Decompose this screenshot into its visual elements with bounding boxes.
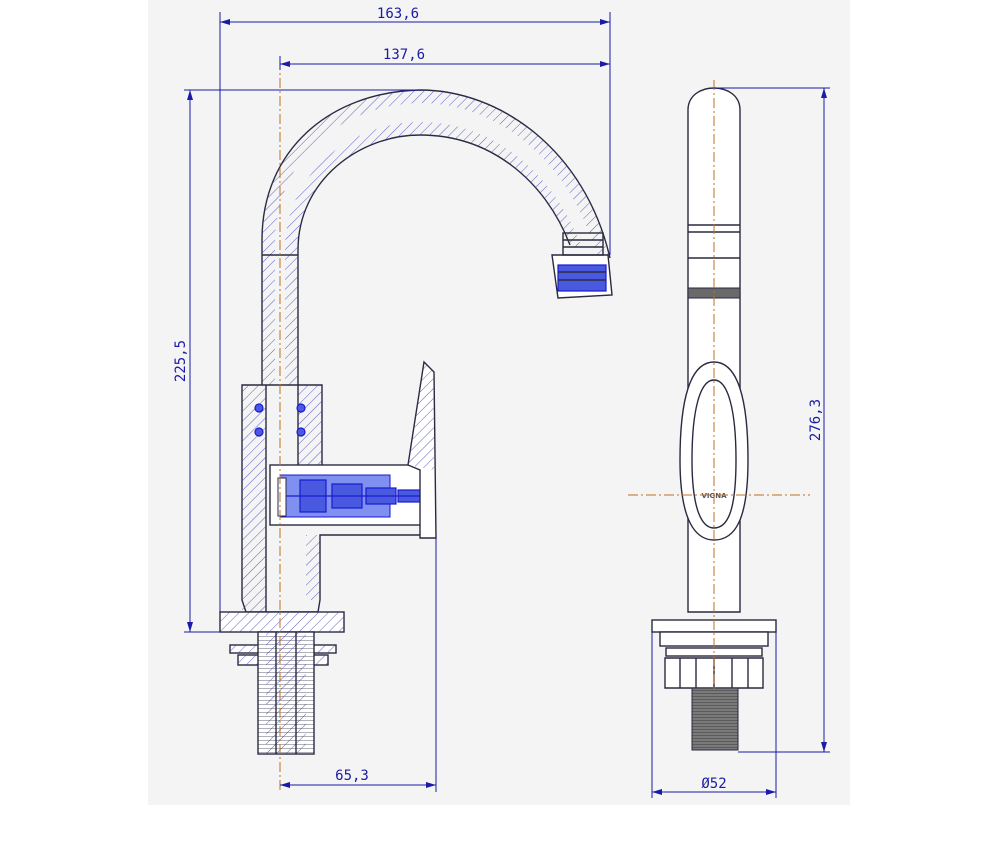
- dimension-overall-height: 276,3: [714, 87, 830, 753]
- side-view: VIGNA 276,3 Ø52: [628, 80, 830, 798]
- side-threaded-shank: [691, 687, 739, 751]
- dim-label-overall-height: 276,3: [808, 399, 824, 441]
- dim-label-overall-reach: 163,6: [377, 6, 419, 22]
- section-view: 163,6 137,6 225,5 65,3: [173, 6, 613, 792]
- aerator: [551, 232, 613, 299]
- dim-label-spout-reach: 137,6: [383, 47, 425, 63]
- dimension-spout-height: 225,5: [173, 89, 420, 633]
- dim-label-spout-height: 225,5: [173, 340, 189, 382]
- dim-label-base-diameter: Ø52: [701, 776, 726, 792]
- faucet-body: [241, 384, 433, 613]
- valve-cartridge: [269, 464, 431, 526]
- dimension-overall-reach: 163,6: [219, 6, 611, 612]
- spout-inner-wall: [297, 134, 571, 385]
- dimension-handle-offset: 65,3: [280, 538, 437, 792]
- dimension-base-diameter: Ø52: [651, 632, 777, 798]
- dimension-spout-reach: 137,6: [279, 47, 610, 70]
- lever-handle: [407, 360, 437, 539]
- dim-label-handle-offset: 65,3: [335, 768, 369, 784]
- threaded-shank: [257, 631, 315, 755]
